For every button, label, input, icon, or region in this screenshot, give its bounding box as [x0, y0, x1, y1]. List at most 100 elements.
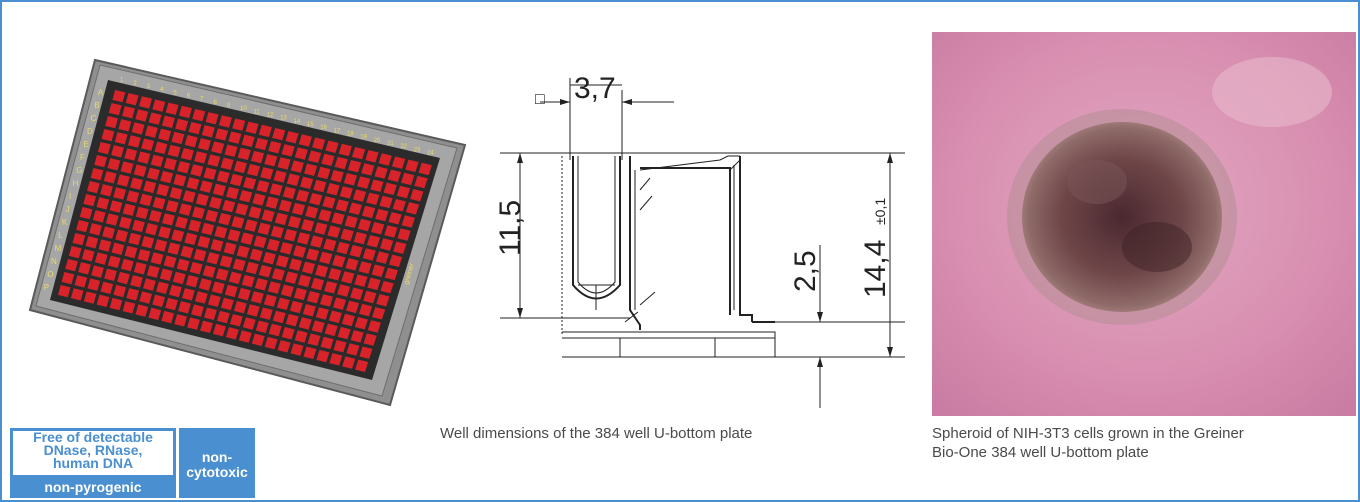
well	[357, 218, 372, 232]
well	[130, 177, 143, 190]
well	[367, 320, 381, 333]
well	[302, 304, 316, 317]
well	[172, 271, 186, 285]
well	[396, 185, 411, 199]
well	[141, 236, 155, 249]
well	[154, 141, 168, 154]
well	[374, 166, 388, 179]
well	[87, 278, 101, 291]
well	[317, 166, 331, 180]
badge-non-pyrogenic: non-pyrogenic	[44, 479, 142, 495]
well	[229, 173, 243, 187]
well	[143, 180, 157, 194]
well	[176, 258, 190, 272]
well	[94, 252, 108, 265]
well	[384, 225, 398, 238]
well	[325, 140, 339, 153]
row-label: D	[87, 127, 93, 136]
column-label: 20	[374, 138, 381, 144]
well	[115, 229, 129, 242]
well	[323, 238, 337, 252]
well	[135, 304, 149, 317]
well	[321, 153, 335, 167]
well	[282, 186, 296, 199]
arrow-head-8	[887, 347, 893, 357]
well	[334, 156, 348, 170]
well	[137, 151, 151, 164]
row-label: F	[80, 153, 85, 162]
hatch-3	[639, 291, 656, 306]
well	[336, 241, 350, 255]
well	[327, 225, 341, 238]
column-label: 17	[334, 128, 341, 134]
well	[91, 265, 104, 278]
well	[272, 310, 286, 324]
well	[226, 186, 240, 200]
row-label: J	[65, 205, 69, 214]
well	[219, 255, 233, 268]
well	[310, 235, 324, 248]
well	[291, 202, 306, 216]
arrow-head-3	[517, 153, 523, 163]
well	[135, 206, 149, 220]
column-label: 16	[320, 125, 327, 131]
well	[350, 287, 364, 300]
well	[206, 252, 220, 265]
well	[277, 157, 291, 170]
well	[271, 268, 285, 281]
well	[284, 271, 298, 284]
well	[200, 320, 213, 334]
well	[304, 163, 318, 176]
well	[220, 157, 234, 170]
well	[156, 281, 169, 294]
well	[186, 177, 200, 190]
well	[375, 251, 390, 264]
row-label: O	[47, 270, 53, 279]
well	[131, 122, 145, 135]
well	[273, 170, 287, 183]
well	[286, 173, 300, 186]
well	[401, 215, 415, 228]
drawing-caption: Well dimensions of the 384 well U-bottom…	[440, 425, 753, 442]
well	[280, 284, 294, 297]
photo-caption-line-2: Bio-One 384 well U-bottom plate	[932, 444, 1149, 461]
well	[116, 174, 130, 187]
badge-free-line-1: Free of detectable	[33, 429, 153, 445]
hatch-2	[639, 195, 653, 211]
well	[349, 245, 363, 258]
well	[238, 330, 252, 343]
well	[388, 254, 403, 268]
well	[232, 258, 246, 271]
well	[216, 310, 230, 324]
well	[111, 145, 124, 158]
well	[347, 160, 362, 173]
well	[194, 151, 208, 164]
column-label: 23	[414, 147, 421, 153]
well	[209, 196, 222, 210]
well	[287, 215, 302, 229]
hatch-4	[624, 311, 639, 323]
well	[178, 105, 192, 119]
well	[346, 300, 360, 314]
well	[371, 222, 385, 235]
well	[274, 212, 288, 226]
well	[312, 137, 326, 150]
well	[185, 275, 199, 288]
well-grid	[57, 89, 432, 373]
well	[231, 216, 245, 229]
well	[79, 206, 93, 220]
tolerance-label: ±0,1	[872, 198, 888, 225]
well	[145, 223, 158, 236]
well	[150, 252, 164, 265]
well	[288, 258, 302, 271]
well	[293, 287, 307, 301]
well	[213, 323, 226, 337]
well	[343, 173, 358, 186]
well	[365, 150, 379, 163]
well	[148, 209, 162, 223]
well	[194, 291, 208, 304]
well	[258, 265, 272, 278]
well	[160, 170, 174, 184]
well	[241, 134, 255, 147]
well	[112, 89, 126, 103]
